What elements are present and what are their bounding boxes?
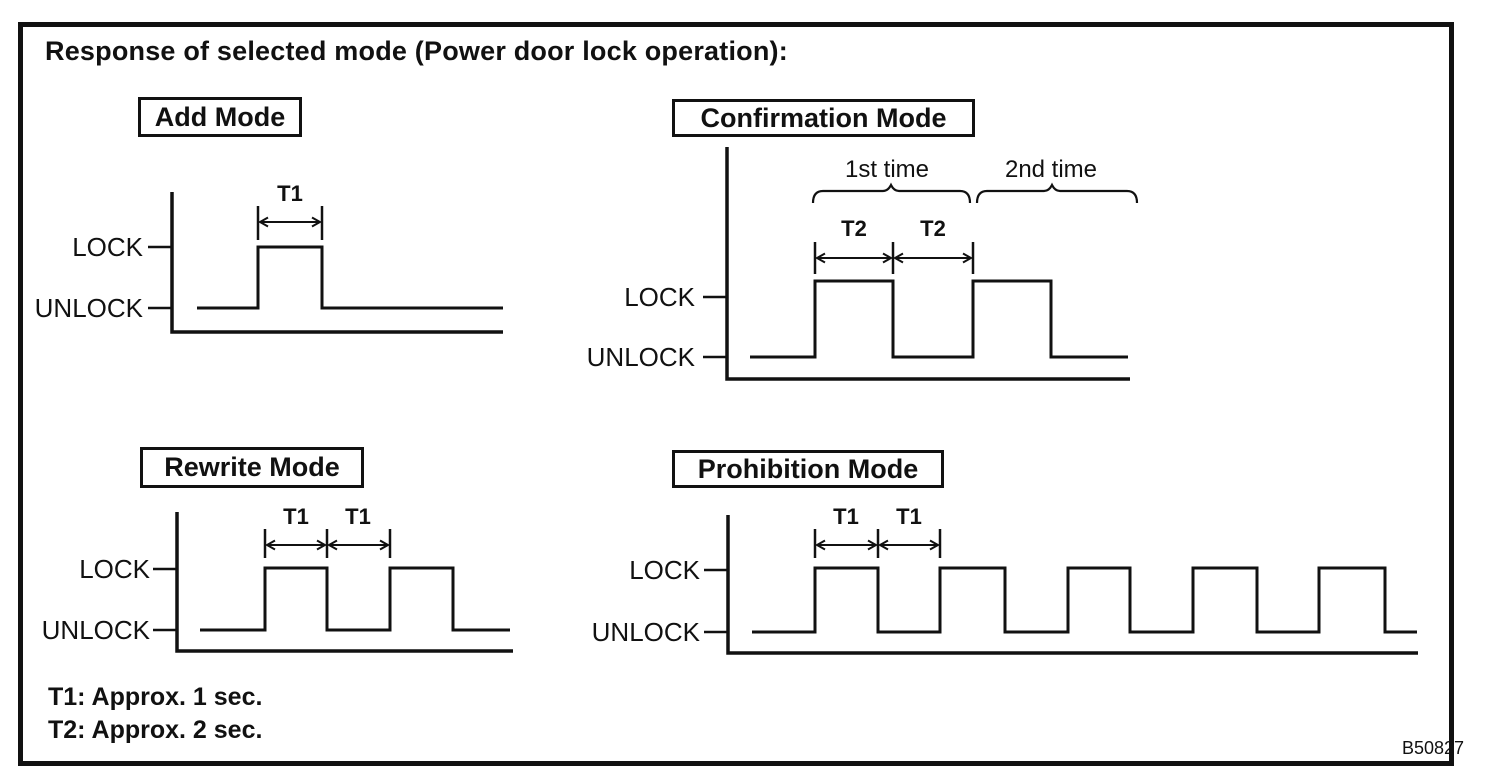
- confirmation-mode-t2-label-1: T2: [841, 216, 867, 241]
- add-mode-label: Add Mode: [154, 101, 286, 132]
- confirmation-mode-2nd-time-brace: [975, 182, 1139, 204]
- confirmation-mode-1st-time-brace: [811, 182, 972, 204]
- rewrite-mode-label: Rewrite Mode: [164, 452, 340, 482]
- add-mode-t1-label: T1: [277, 181, 303, 206]
- rewrite-mode-waveform: [200, 566, 510, 632]
- prohibition-mode-panel: T1 T1 LOCK UNLOCK: [592, 504, 1418, 655]
- confirmation-mode-label-box: Confirmation Mode: [672, 99, 975, 137]
- rewrite-mode-lock-label: LOCK: [79, 554, 150, 584]
- confirmation-mode-label: Confirmation Mode: [700, 102, 947, 133]
- prohibition-mode-label-box: Prohibition Mode: [672, 450, 944, 488]
- confirmation-mode-2nd-time-label: 2nd time: [1005, 156, 1097, 183]
- page-title: Response of selected mode (Power door lo…: [45, 36, 788, 66]
- add-mode-waveform: [197, 245, 503, 310]
- confirmation-mode-waveform: [750, 279, 1128, 359]
- prohibition-mode-t1-label-2: T1: [896, 504, 922, 529]
- rewrite-mode-t1-label-1: T1: [283, 504, 309, 529]
- confirmation-mode-axis: [725, 147, 1130, 381]
- confirmation-mode-lock-label: LOCK: [624, 282, 695, 312]
- add-mode-label-box: Add Mode: [138, 97, 302, 137]
- add-mode-axis: [170, 192, 503, 334]
- confirmation-mode-t2-label-2: T2: [920, 216, 946, 241]
- prohibition-mode-t1-label-1: T1: [833, 504, 859, 529]
- add-mode-panel: T1 LOCK UNLOCK: [35, 181, 503, 334]
- outer-border: [18, 22, 1454, 766]
- rewrite-mode-axis: [175, 512, 513, 653]
- prohibition-mode-label: Prohibition Mode: [697, 453, 919, 484]
- rewrite-mode-label-box: Rewrite Mode: [140, 447, 364, 488]
- rewrite-mode-panel: T1 T1 LOCK UNLOCK: [42, 504, 513, 653]
- note-t1: T1: Approx. 1 sec.: [48, 683, 263, 711]
- rewrite-mode-unlock-label: UNLOCK: [42, 615, 151, 645]
- confirmation-mode-unlock-label: UNLOCK: [587, 342, 696, 372]
- figure-code: B50827: [1401, 738, 1464, 758]
- add-mode-lock-label: LOCK: [72, 232, 143, 262]
- confirmation-mode-1st-time-label: 1st time: [845, 156, 929, 183]
- prohibition-mode-axis: [726, 515, 1418, 655]
- confirmation-mode-panel: 1st time 2nd time T2 T2 LOCK UNLOCK: [587, 147, 1139, 381]
- note-t2: T2: Approx. 2 sec.: [48, 716, 263, 744]
- add-mode-unlock-label: UNLOCK: [35, 293, 144, 323]
- prohibition-mode-unlock-label: UNLOCK: [592, 617, 701, 647]
- prohibition-mode-lock-label: LOCK: [629, 555, 700, 585]
- rewrite-mode-t1-label-2: T1: [345, 504, 371, 529]
- prohibition-mode-waveform: [752, 566, 1417, 634]
